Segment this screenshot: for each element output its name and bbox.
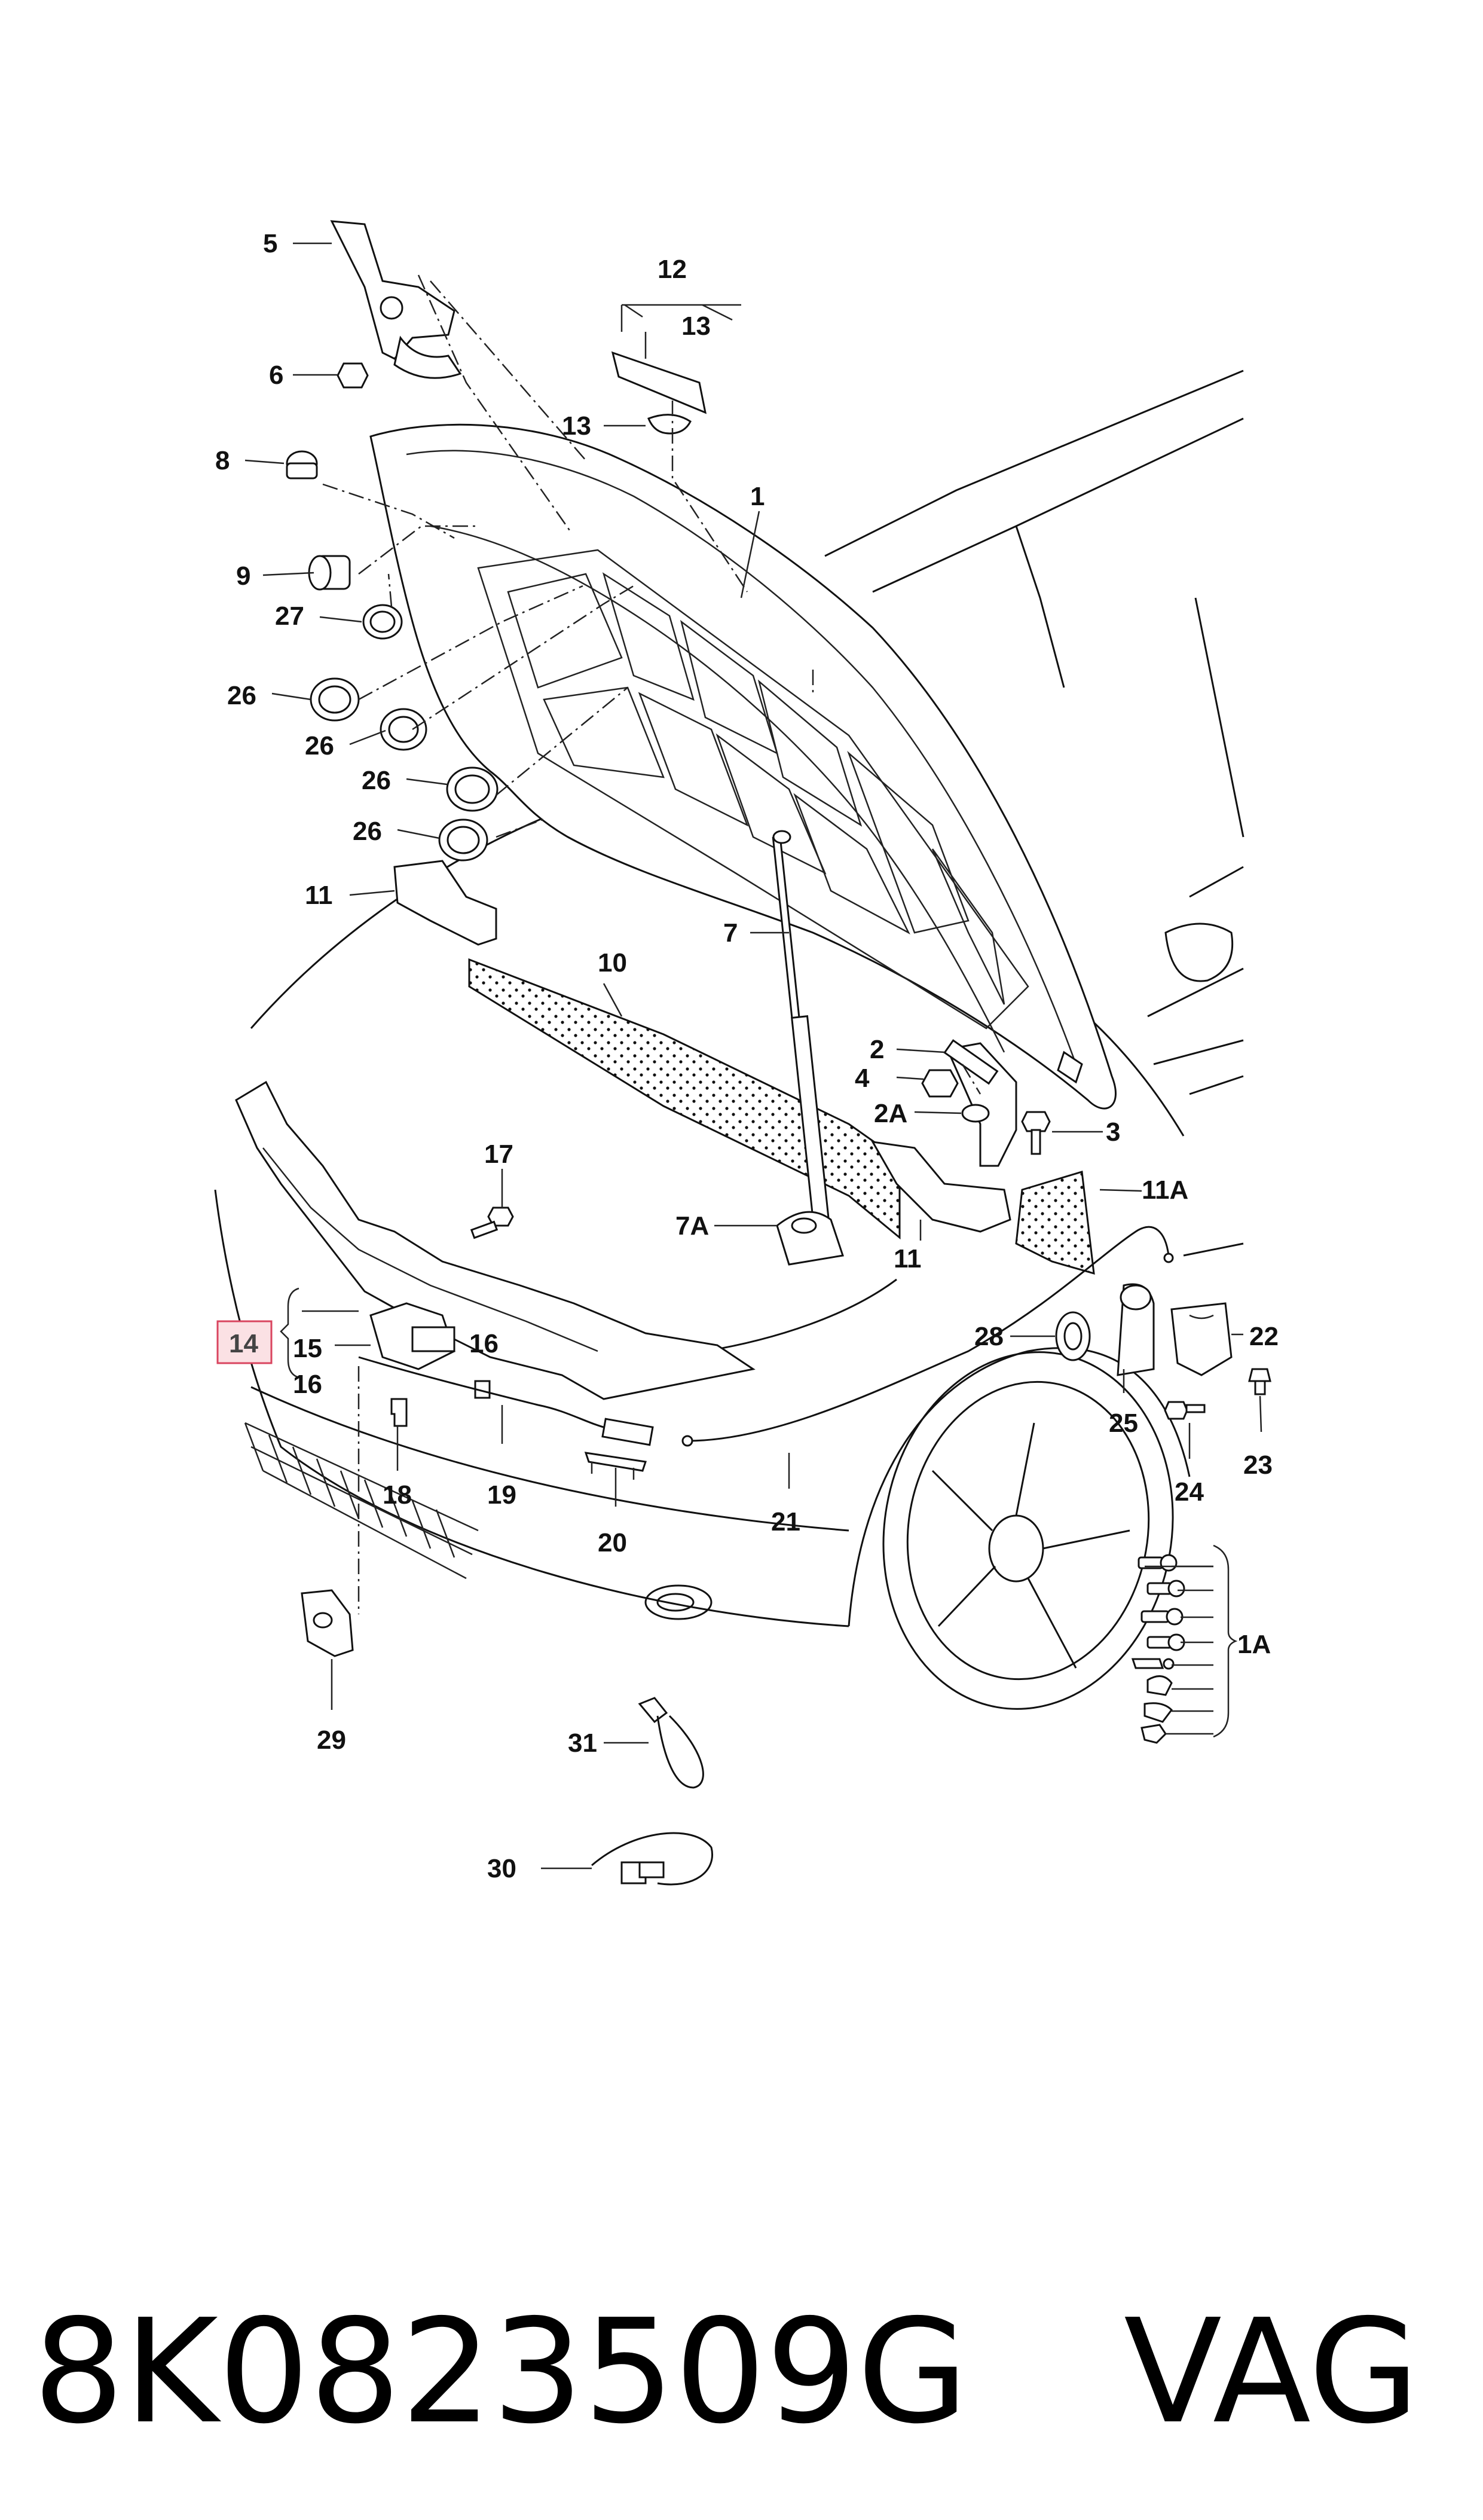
part-22-release-handle [1170, 1302, 1233, 1376]
callout-13[interactable]: 13 [562, 411, 591, 441]
part-25-bracket [1117, 1283, 1155, 1376]
callout-23[interactable]: 23 [1243, 1450, 1273, 1480]
callout-11-left[interactable]: 11 [305, 881, 333, 910]
callout-18[interactable]: 18 [383, 1480, 412, 1510]
part-15-lock [369, 1302, 455, 1370]
part-9-buffer [308, 555, 351, 591]
callout-16-lower[interactable]: 16 [293, 1370, 322, 1399]
callout-7[interactable]: 7 [723, 918, 738, 948]
part-28-grommet [1055, 1311, 1091, 1361]
callout-4[interactable]: 4 [855, 1064, 870, 1093]
leader-lines [244, 242, 1262, 1870]
callout-13-top[interactable]: 13 [681, 311, 711, 341]
callout-19[interactable]: 19 [487, 1480, 516, 1510]
callout-6[interactable]: 6 [269, 361, 283, 390]
callout-26-c[interactable]: 26 [362, 766, 391, 795]
center-lines [322, 274, 981, 1614]
part-24-screw [1164, 1401, 1206, 1420]
callout-30[interactable]: 30 [487, 1854, 516, 1883]
part-11-left-bracket [393, 860, 497, 946]
highlight-callout-14[interactable]: 14 [216, 1320, 273, 1364]
callout-3[interactable]: 3 [1106, 1117, 1120, 1147]
part-30-clamp [591, 1832, 713, 1886]
callout-17[interactable]: 17 [484, 1140, 513, 1169]
part-27-grommet [362, 604, 403, 640]
hood-panel [369, 423, 1117, 1110]
part-11-right-bracket [871, 1141, 1011, 1233]
callout-29[interactable]: 29 [317, 1725, 346, 1755]
callout-2[interactable]: 2 [870, 1035, 884, 1064]
callout-9[interactable]: 9 [236, 561, 250, 591]
callout-2a[interactable]: 2A [874, 1099, 907, 1128]
part-10-sealing-strip [468, 958, 901, 1240]
part-31-cable-tie [638, 1697, 704, 1789]
part-6-nut [337, 362, 369, 389]
part-11a-pad [1015, 1171, 1095, 1275]
callout-27[interactable]: 27 [275, 601, 304, 631]
part-3-bolt [1021, 1111, 1051, 1155]
callout-14[interactable]: 14 [229, 1329, 258, 1358]
callout-25[interactable]: 25 [1109, 1409, 1138, 1438]
part-29-panel-clip [301, 1589, 354, 1657]
brand-label: VAG [1124, 2288, 1420, 2455]
part-26-plugs [310, 677, 499, 862]
callout-24[interactable]: 24 [1175, 1477, 1204, 1507]
callout-1a[interactable]: 1A [1237, 1630, 1271, 1659]
callout-26-a[interactable]: 26 [227, 681, 256, 710]
callout-labels: 1 1A 2 2A 3 4 5 6 7 7A 8 9 10 11 11 11A … [215, 229, 1279, 1883]
callout-28[interactable]: 28 [974, 1322, 1004, 1351]
part-8-buffer [286, 450, 318, 479]
callout-26-d[interactable]: 26 [353, 817, 382, 846]
callout-20[interactable]: 20 [598, 1528, 627, 1557]
part-21-release-cable [681, 1226, 1174, 1447]
part-5-bracket [330, 220, 462, 379]
callout-1[interactable]: 1 [750, 482, 765, 511]
part-2-hinge [943, 1039, 1017, 1167]
part-19-cable [358, 1356, 654, 1446]
callout-11a[interactable]: 11A [1142, 1175, 1188, 1205]
footer: 8K0823509G VAG [33, 2288, 1420, 2455]
callout-8[interactable]: 8 [215, 446, 230, 475]
part-20-clip [584, 1452, 647, 1480]
callout-7a[interactable]: 7A [675, 1211, 709, 1241]
part-7a-mount [776, 1211, 844, 1266]
callout-11-right[interactable]: 11 [894, 1244, 922, 1273]
part-18-clip [390, 1398, 408, 1427]
part-2a-washer [961, 1104, 990, 1123]
callout-5[interactable]: 5 [263, 229, 277, 258]
callout-26-b[interactable]: 26 [305, 731, 334, 760]
part-12-seal-strip [611, 351, 707, 435]
lock-carrier [235, 1080, 756, 1400]
part-number-label: 8K0823509G [33, 2288, 968, 2455]
callout-16[interactable]: 16 [469, 1329, 499, 1358]
callout-12[interactable]: 12 [658, 255, 687, 284]
callout-31[interactable]: 31 [568, 1728, 597, 1758]
part-17-bolt [470, 1206, 514, 1239]
callout-10[interactable]: 10 [598, 948, 627, 978]
part-4-nut [921, 1069, 959, 1098]
part-1a-fastener-set [1131, 1554, 1185, 1744]
callout-15[interactable]: 15 [293, 1334, 322, 1363]
callout-22[interactable]: 22 [1249, 1322, 1279, 1351]
callout-21[interactable]: 21 [771, 1507, 800, 1537]
part-23-clip [1248, 1368, 1271, 1395]
